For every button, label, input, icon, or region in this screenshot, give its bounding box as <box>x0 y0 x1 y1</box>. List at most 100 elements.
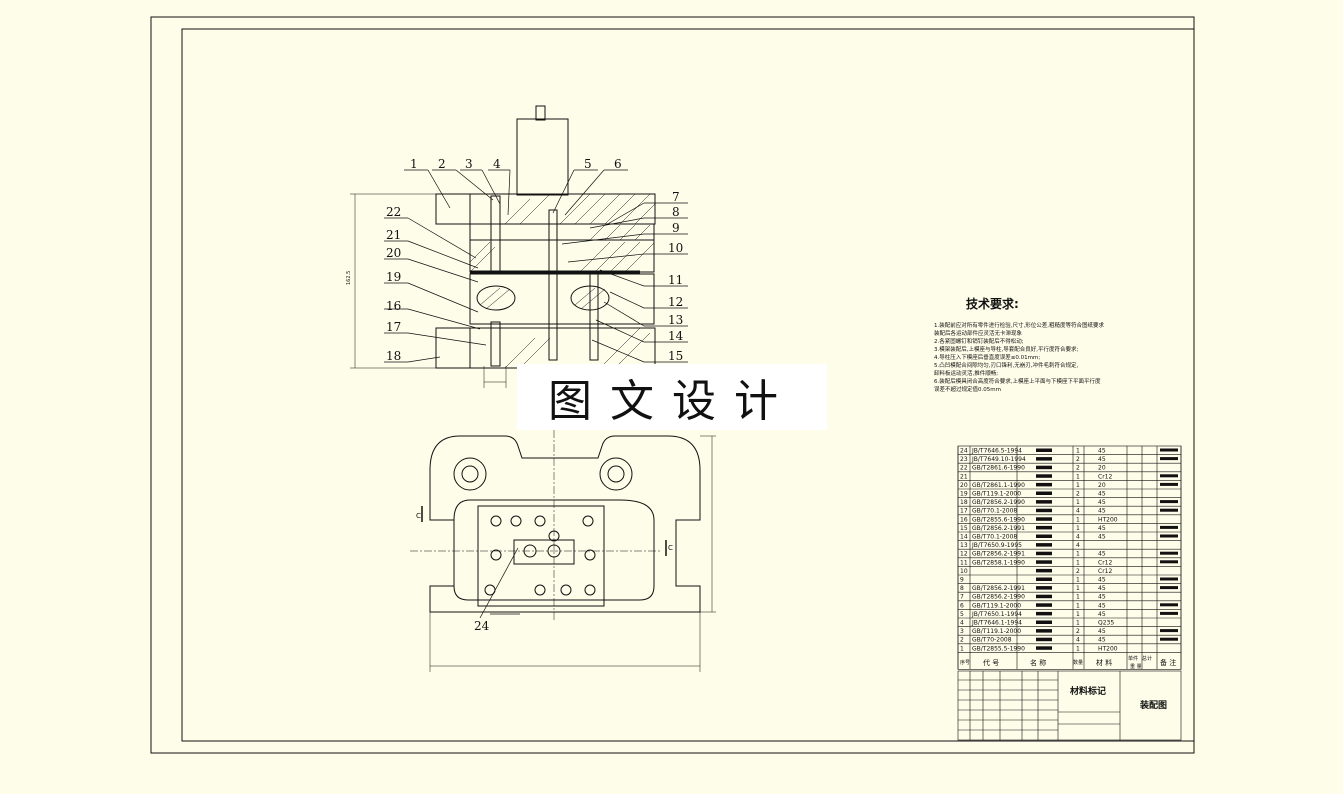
callout-11: 11 <box>668 273 683 287</box>
bom-header-total: 总计 <box>1142 655 1152 662</box>
bom-header: 序号 代 号 名 称 数量 材 料 单件 总计 重 量 备 注 <box>960 655 1176 670</box>
tech-req-line: 1.装配前应对所有零件进行检验,尺寸,形位公差,粗糙度等符合图纸要求 <box>934 321 1104 329</box>
callout-4: 4 <box>493 157 501 171</box>
bom-cell-name-mark <box>1036 603 1052 607</box>
callout-3: 3 <box>465 157 473 171</box>
bom-cell-code: GB/T119.1-2000 <box>972 602 1021 609</box>
callout-16: 16 <box>386 299 401 313</box>
bom-header-note: 备 注 <box>1160 658 1176 667</box>
plan-view <box>410 430 716 672</box>
bom-header-qty: 数量 <box>1073 659 1083 666</box>
tech-req-line: 装配后各运动部件应灵活无卡滞现象 <box>934 329 1023 337</box>
bom-cell-note-mark <box>1160 457 1178 461</box>
bom-cell-material: 20 <box>1098 465 1106 472</box>
bom-cell-qty: 4 <box>1076 534 1080 541</box>
bom-cell-code: GB/T70.1-2008 <box>972 508 1017 515</box>
bom-cell-name-mark <box>1036 500 1052 504</box>
bom-cell-code: GB/T2856.2-1990 <box>972 594 1025 601</box>
bom-cell-code: GB/T2856.2-1991 <box>972 551 1025 558</box>
bom-cell-material: 45 <box>1098 534 1106 541</box>
bom-header-seq: 序号 <box>960 659 970 666</box>
bom-cell-name-mark <box>1036 568 1052 573</box>
callout-22: 22 <box>386 205 401 219</box>
bom-cell-code: JB/T7646.5-1994 <box>971 448 1022 455</box>
bom-cell-no: 11 <box>960 559 968 566</box>
bom-cell-qty: 1 <box>1076 551 1080 558</box>
callout-1: 1 <box>410 157 418 171</box>
bom-cell-no: 17 <box>960 508 968 515</box>
bom-rows: 2 4 JB/T7646.5-1994 1 45 2 3 JB/T7649.10-1994 2 4… <box>960 448 1178 652</box>
bom-cell-note-mark <box>1160 611 1178 615</box>
bom-cell-note-mark <box>1160 603 1178 607</box>
bom-cell-material: 45 <box>1098 448 1106 455</box>
bom-cell-material: 45 <box>1098 525 1106 532</box>
bom-cell-material: 20 <box>1098 482 1106 489</box>
bom-cell-no: 1 <box>960 645 964 652</box>
bom-cell-code: GB/T70-2008 <box>972 637 1012 644</box>
title-block <box>957 670 1182 741</box>
bom-cell-note-mark <box>1160 560 1178 564</box>
inner-frame <box>181 28 1195 742</box>
bom-cell-no: 6 <box>960 602 964 609</box>
bom-cell-code: JB/T7649.10-1994 <box>971 456 1026 463</box>
bom-cell-note-mark <box>1160 586 1178 590</box>
callout-7: 7 <box>672 190 680 204</box>
bom-cell-qty: 4 <box>1076 508 1080 515</box>
bom-cell-no: 12 <box>960 551 968 558</box>
bom-cell-code: JB/T7646.1-1994 <box>971 620 1022 627</box>
bom-cell-code: GB/T2856.2-1991 <box>972 585 1025 592</box>
bom-cell-material: 45 <box>1098 456 1106 463</box>
bom-table <box>957 445 1182 670</box>
bom-cell-code: GB/T2861.1-1990 <box>972 482 1025 489</box>
bom-cell-no: 2 <box>960 637 964 644</box>
bom-cell-name-mark <box>1036 534 1052 538</box>
bom-header-unit: 单件 <box>1128 655 1138 662</box>
bom-cell-qty: 1 <box>1076 499 1080 506</box>
callout-10: 10 <box>668 241 683 255</box>
bom-cell-no: 3 <box>960 628 964 635</box>
bom-cell-qty: 1 <box>1076 602 1080 609</box>
bom-cell-no: 8 <box>960 585 964 592</box>
bom-cell-no: 9 <box>960 577 964 584</box>
callout-6: 6 <box>614 157 622 171</box>
bom-cell-qty: 1 <box>1076 482 1080 489</box>
bom-cell-qty: 1 <box>1076 620 1080 627</box>
tech-req-line: 5.凸凹模配合间隙均匀,刃口锋利,无崩刃,冲件毛刺符合规定, <box>934 361 1078 369</box>
bom-cell-material: Cr12 <box>1098 559 1112 566</box>
bom-header-name: 名 称 <box>1030 658 1046 667</box>
bom-cell-qty: 1 <box>1076 448 1080 455</box>
bom-cell-no: 15 <box>960 525 968 532</box>
material-mark-label: 材料标记 <box>1069 685 1106 697</box>
plan-callout-24: 24 <box>474 619 490 633</box>
bom-cell-qty: 1 <box>1076 611 1080 618</box>
bom-cell-qty: 2 <box>1076 456 1080 463</box>
bom-header-material: 材 料 <box>1096 658 1112 667</box>
callout-13: 13 <box>668 313 683 327</box>
bom-cell-qty: 1 <box>1076 585 1080 592</box>
bom-cell-qty: 1 <box>1076 594 1080 601</box>
callout-8: 8 <box>672 205 680 219</box>
bom-cell-material: Q235 <box>1098 620 1114 627</box>
bom-cell-note-mark <box>1160 629 1178 633</box>
tech-requirements-lines: 1.装配前应对所有零件进行检验,尺寸,形位公差,粗糙度等符合图纸要求 装配后各运… <box>934 321 1104 393</box>
bom-cell-name-mark <box>1036 560 1052 564</box>
bom-cell-code: GB/T2861.6-1990 <box>972 465 1025 472</box>
bom-cell-qty: 1 <box>1076 473 1080 480</box>
bom-cell-note-mark <box>1160 534 1178 538</box>
bom-cell-material: 45 <box>1098 551 1106 558</box>
bom-cell-qty: 2 <box>1076 465 1080 472</box>
watermark-banner: 图文设计 <box>517 364 827 430</box>
bom-cell-name-mark <box>1036 543 1052 547</box>
bom-cell-no: 13 <box>960 542 968 549</box>
